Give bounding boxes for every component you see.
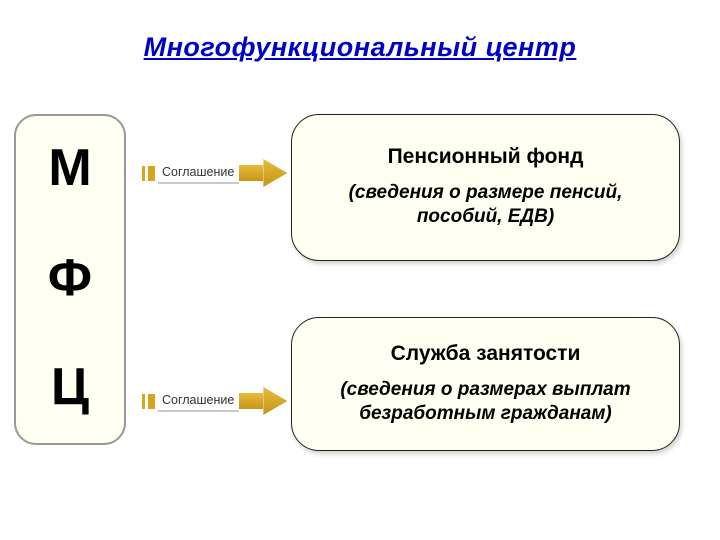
gold-bar-icon [148,393,155,409]
org-box-title: Пенсионный фонд [387,145,584,168]
mfc-letter-c: Ц [51,358,89,416]
org-box-employment-service: Служба занятости (сведения о размерах вы… [291,317,680,451]
arrow-right-icon [263,159,288,187]
agreement-arrow-pension: Соглашение [142,159,288,187]
mfc-box: М Ф Ц [14,114,126,445]
arrow-label: Соглашение [158,390,240,412]
arrow-shaft-icon [239,393,264,409]
org-box-title: Служба занятости [390,342,581,365]
mfc-letter-m: М [48,139,92,197]
arrow-label: Соглашение [158,162,240,184]
gold-bar-icon [142,165,145,181]
gold-bar-icon [148,165,155,181]
org-box-subtitle: (сведения о размере пенсий, пособий, ЕДВ… [348,182,623,227]
org-box-subtitle: (сведения о размерах выплат безработным … [340,379,631,424]
agreement-arrow-employment: Соглашение [142,387,288,415]
arrow-shaft-icon [239,165,264,181]
gold-bar-icon [142,393,145,409]
page-title: Многофункциональный центр [143,32,577,62]
arrow-right-icon [263,387,288,415]
org-box-pension-fund: Пенсионный фонд (сведения о размере пенс… [291,114,680,261]
mfc-letter-f: Ф [47,248,93,307]
